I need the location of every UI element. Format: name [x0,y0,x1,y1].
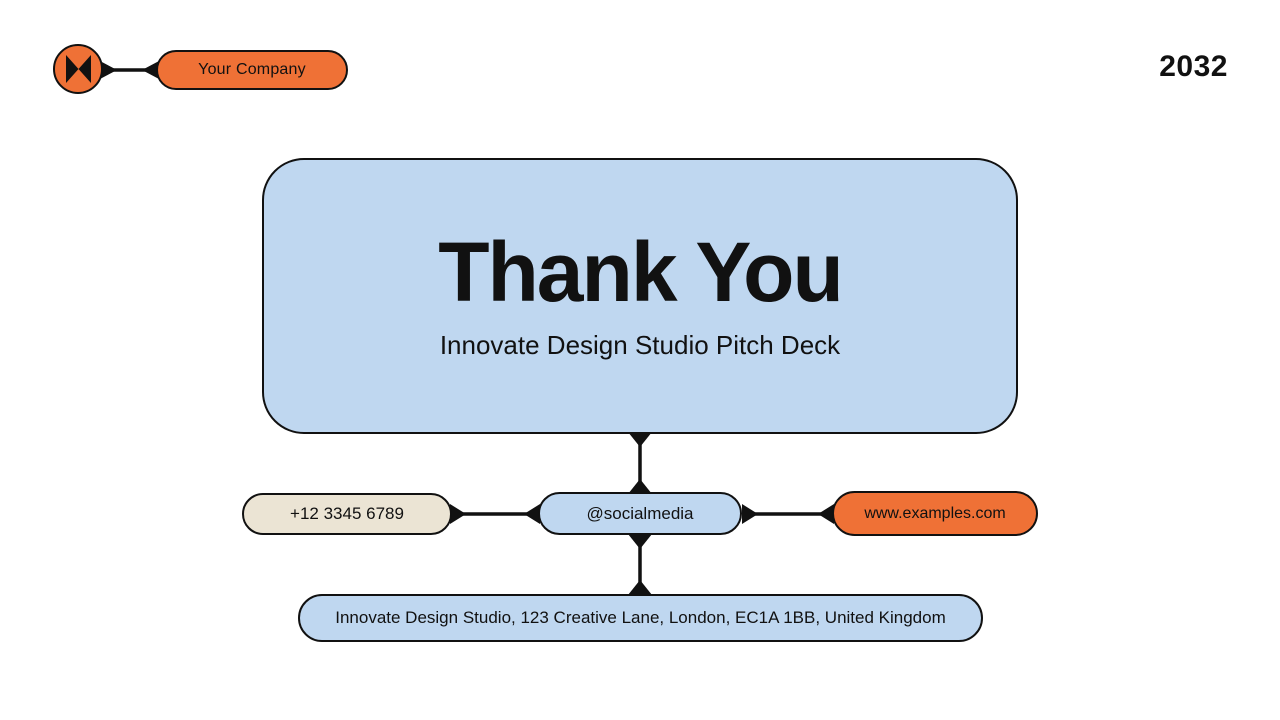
phone-pill: +12 3345 6789 [242,493,452,535]
connector-social-address [628,533,652,596]
slide-year: 2032 [1159,50,1228,83]
social-media-pill[interactable]: @socialmedia [538,492,742,535]
bowtie-logo-icon [65,55,91,83]
phone-number: +12 3345 6789 [290,504,404,523]
social-handle: @socialmedia [586,503,694,523]
company-name-pill: Your Company [156,50,348,90]
address-pill: Innovate Design Studio, 123 Creative Lan… [298,594,983,642]
slide-title: Thank You [438,225,844,320]
slide-subtitle: Innovate Design Studio Pitch Deck [439,330,841,361]
website-pill[interactable]: www.examples.com [832,491,1038,536]
address-text: Innovate Design Studio, 123 Creative Lan… [335,608,946,627]
company-name-label: Your Company [198,61,306,78]
connector-social-website [742,504,834,524]
company-logo [53,44,103,94]
thank-you-card: Thank You Innovate Design Studio Pitch D… [262,158,1018,434]
connector-logo-company [100,61,160,79]
connector-phone-social [450,504,540,524]
connector-card-social [628,431,652,495]
website-url: www.examples.com [864,504,1006,522]
